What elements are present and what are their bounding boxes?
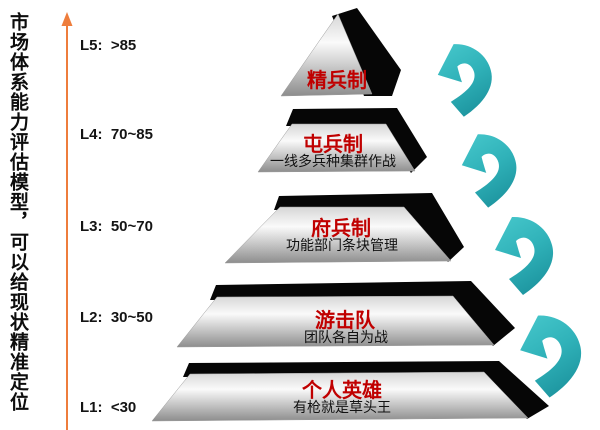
tier-l5-shape [280,8,401,97]
tier-title-l3: 府兵制 [311,218,371,240]
tier-l3-shape [224,193,464,264]
cycle-arrow-icon [437,44,492,117]
tier-subtitle-l2: 团队各自为战 [304,329,388,345]
vertical-caption: 市场体系能力评估模型，可以给现状精准定位 [7,12,28,412]
tier-l5-front-face [280,13,373,97]
tier-subtitle-l3: 功能部门条块管理 [286,237,398,253]
tier-l4-front-face [257,123,416,173]
tier-l3-side-band [274,193,464,262]
score-axis [61,12,73,430]
tier-l3-front-face [224,206,452,264]
tier-title-l4: 屯兵制 [303,134,363,156]
axis-label-l4: L4: 70~85 [80,126,153,143]
tier-title-l5: 精兵制 [307,70,367,92]
tier-l2-shape [176,281,515,348]
axis-arrowhead-icon [61,12,73,26]
tier-l5-side-band [332,8,401,96]
cycle-arrow-icon [495,216,554,295]
axis-label-l2: L2: 30~50 [80,309,153,326]
tier-title-l1: 个人英雄 [302,380,382,402]
tier-l1-front-face [151,371,529,422]
tier-l4-shape [257,108,427,173]
axis-label-l5: L5: >85 [80,37,137,54]
tier-subtitle-l1: 有枪就是草头王 [293,399,391,415]
tier-l2-front-face [176,295,495,348]
axis-label-l3: L3: 50~70 [80,218,153,235]
cycle-arrow-icon [520,315,582,398]
tier-title-l2: 游击队 [315,310,375,332]
cycle-arrow-icon [461,134,517,208]
axis-label-l1: L1: <30 [80,399,137,416]
tier-l1-shape [151,361,549,422]
tier-subtitle-l4: 一线多兵种集群作战 [270,153,396,169]
